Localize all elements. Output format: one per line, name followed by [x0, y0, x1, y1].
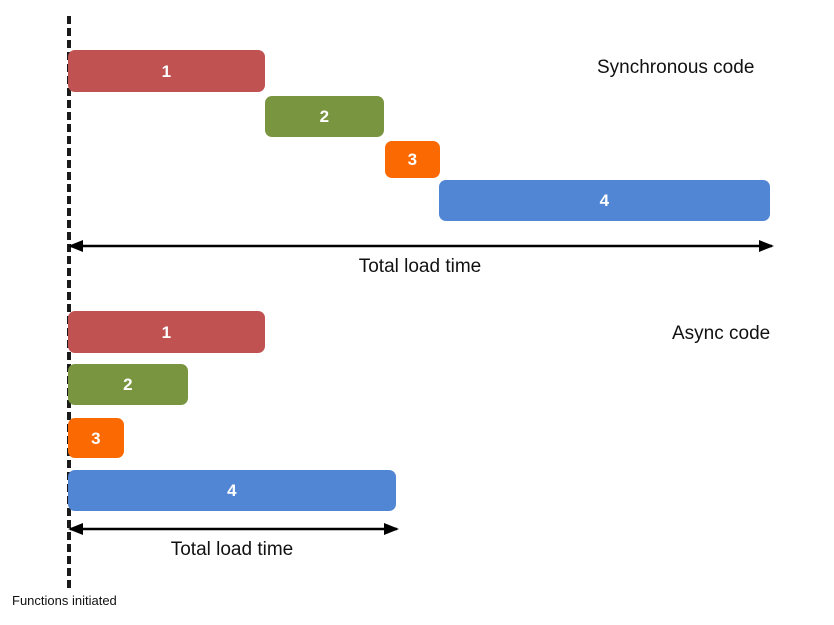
async-bar-1-label: 1	[161, 322, 172, 342]
async-bar-3: 3	[68, 418, 124, 458]
async-bar-2-label: 2	[123, 375, 133, 394]
async-section-label: Async code	[672, 323, 771, 344]
synchronous-section-label: Synchronous code	[597, 57, 755, 78]
sync-bar-1: 1	[68, 50, 265, 92]
async-total-load-time-caption: Total load time	[170, 539, 294, 560]
sync-bar-1-label: 1	[161, 61, 172, 81]
functions-initiated-baseline	[67, 16, 71, 588]
sync-total-load-time-caption: Total load time	[358, 256, 482, 277]
async-bar-1: 1	[68, 311, 265, 353]
sync-bar-3-label: 3	[407, 150, 418, 169]
sync-bar-3: 3	[385, 141, 440, 178]
sync-bar-2: 2	[265, 96, 384, 137]
async-bar-4: 4	[68, 470, 396, 511]
async-total-load-time-arrow	[64, 520, 404, 538]
async-bar-2: 2	[68, 364, 188, 405]
sync-bar-4-label: 4	[599, 191, 610, 210]
sync-total-load-time-arrow	[64, 237, 778, 255]
functions-initiated-label: Functions initiated	[12, 593, 117, 608]
async-bar-3-label: 3	[91, 428, 101, 448]
sync-bar-4: 4	[439, 180, 770, 221]
async-bar-4-label: 4	[227, 481, 237, 500]
sync-bar-2-label: 2	[319, 107, 330, 126]
